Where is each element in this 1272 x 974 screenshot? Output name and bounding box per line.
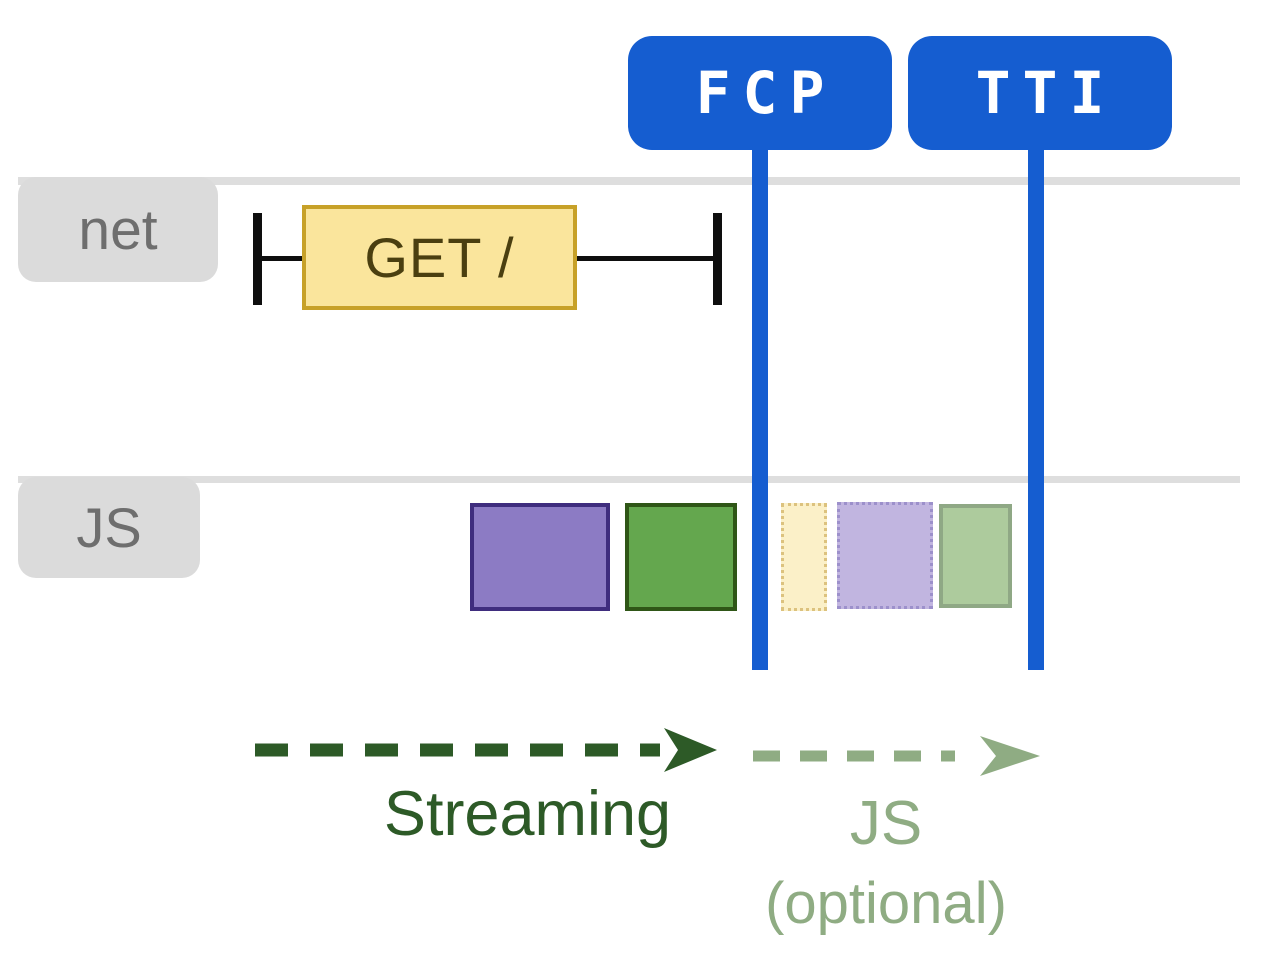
js-task-green-large [625, 503, 737, 611]
tti-badge: TTI [908, 36, 1172, 150]
js-optional-arrowhead-icon [980, 736, 1040, 776]
streaming-arrow [255, 728, 717, 772]
request-end-tick [713, 213, 722, 305]
js-optional-label: JS (optional) [700, 784, 1072, 944]
js-task-green-faded [939, 504, 1012, 608]
js-optional-arrow [753, 736, 1040, 776]
js-task-yellow-faded [781, 503, 827, 611]
js-task-purple-large [470, 503, 610, 611]
net-track-tab: net [18, 177, 218, 282]
net-track-line [18, 177, 1240, 185]
streaming-label: Streaming [383, 779, 672, 849]
net-track-tab-label: net [78, 197, 158, 262]
js-track-line [18, 476, 1240, 483]
tti-marker-line [1028, 140, 1044, 670]
js-task-purple-faded [837, 502, 933, 609]
js-optional-label-optional: (optional) [765, 871, 1007, 936]
tti-badge-label: TTI [975, 59, 1117, 127]
streaming-arrowhead-icon [664, 728, 717, 772]
fcp-badge-label: FCP [695, 59, 837, 127]
js-track-tab-label: JS [76, 496, 142, 559]
js-optional-label-js: JS [849, 789, 923, 858]
js-track-tab: JS [18, 477, 200, 578]
request-start-tick [253, 213, 262, 305]
get-request-box: GET / [302, 205, 577, 310]
fcp-badge: FCP [628, 36, 892, 150]
fcp-marker-line [752, 140, 768, 670]
get-request-label: GET / [364, 226, 515, 289]
